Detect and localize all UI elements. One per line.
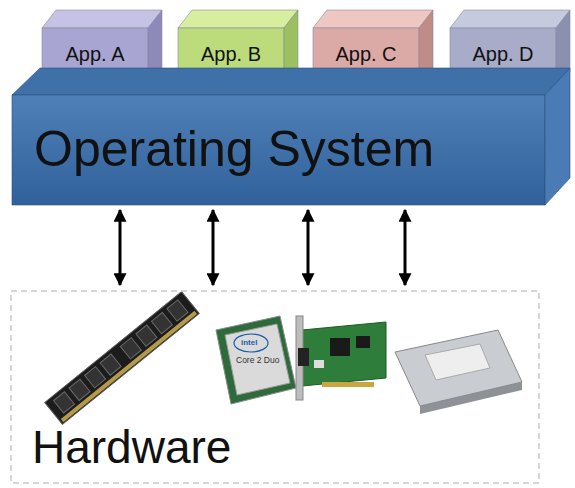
nic-part [314,360,324,368]
nic-chip [330,338,350,356]
network-card [296,316,386,400]
ram-chip [100,354,121,375]
ram-chip [85,367,106,388]
ram-module [45,292,199,425]
layer-title: Hardware [32,424,231,470]
ram-chip [151,312,172,333]
cube-top [450,10,570,28]
ram-pins [61,311,197,422]
hard-disk [395,330,522,414]
ram-board [45,292,199,425]
chip-marking: intel [241,339,257,347]
slab-top [12,68,570,95]
io-arrow [119,210,122,285]
nic-jack [298,348,309,366]
dashed-region [11,291,539,483]
chip-marking: Core 2 Duo [236,356,279,365]
io-arrow [212,210,215,285]
layer-title: Operating System [34,124,434,174]
ram-chip [120,338,141,359]
cpu-substrate [216,316,296,404]
ram-chip [54,392,75,413]
slab-side [545,68,570,205]
cpu-heatspreader [225,324,290,395]
os-layer: Operating System [12,68,570,205]
slab-front [12,95,545,205]
io-arrow [307,210,310,285]
cube-top [42,10,162,28]
ram-chip [69,379,90,400]
app-label: App. A [66,44,125,64]
app-label: App. D [472,44,533,64]
io-arrow [404,210,407,285]
cube-top [313,10,433,28]
cpu-logo-ring [234,334,268,352]
app-label: App. B [201,44,261,64]
hdd-sticker [425,344,490,380]
nic-fingers [322,382,374,387]
hardware-region: Hardware [10,290,540,484]
nic-board [302,322,386,386]
hdd-body [395,330,522,406]
nic-chip [356,336,370,348]
ram-chip [167,300,188,321]
cpu-chip [216,316,296,404]
ram-chip [136,325,157,346]
app-label: App. C [335,44,396,64]
cube-top [178,10,298,28]
